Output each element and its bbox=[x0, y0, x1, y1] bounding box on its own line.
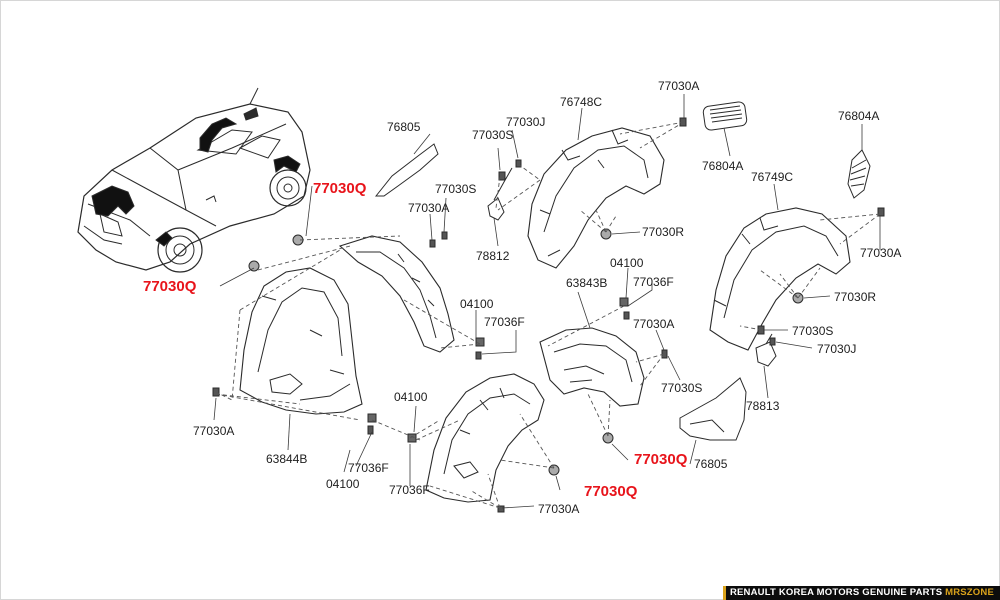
part-label: 77030J bbox=[817, 342, 857, 356]
part-label: 77030A bbox=[408, 201, 450, 215]
part-label: 63843B bbox=[566, 276, 608, 290]
part-label: 77036F bbox=[633, 275, 674, 289]
part-label: 77030R bbox=[642, 225, 685, 239]
part-label: 78813 bbox=[746, 399, 780, 413]
part-label: 78812 bbox=[476, 249, 510, 263]
part-label: 76804A bbox=[702, 159, 744, 173]
part-label: 77030A bbox=[193, 424, 235, 438]
part-label: 77030J bbox=[506, 115, 546, 129]
part-label: 04100 bbox=[460, 297, 494, 311]
part-label: 76804A bbox=[838, 109, 880, 123]
part-label: 76748C bbox=[560, 95, 603, 109]
part-label: 04100 bbox=[394, 390, 428, 404]
part-label: 77036F bbox=[389, 483, 430, 497]
part-label: 77030R bbox=[834, 290, 877, 304]
highlighted-part-label: 77030Q bbox=[634, 451, 688, 468]
footer-watermark: RENAULT KOREA MOTORS GENUINE PARTS MRSZO… bbox=[722, 586, 1000, 600]
part-label: 77030A bbox=[633, 317, 675, 331]
part-label: 04100 bbox=[610, 256, 644, 270]
part-label: 77030S bbox=[792, 324, 834, 338]
part-label: 77030A bbox=[538, 502, 580, 516]
vent-grille-diamond bbox=[847, 149, 871, 199]
highlighted-part-label: 77030Q bbox=[143, 278, 197, 295]
footer-brand: RENAULT KOREA MOTORS GENUINE PARTS bbox=[729, 587, 943, 598]
vehicle-illustration bbox=[77, 87, 311, 273]
part-label: 77030A bbox=[658, 79, 700, 93]
part-label: 76749C bbox=[751, 170, 794, 184]
vent-grille-rect bbox=[702, 101, 748, 131]
part-label: 76805 bbox=[387, 120, 421, 134]
part-label: 63844B bbox=[266, 452, 308, 466]
part-label: 77030A bbox=[860, 246, 902, 260]
part-label: 77036F bbox=[484, 315, 525, 329]
part-label: 77030S bbox=[472, 128, 514, 142]
part-label: 77036F bbox=[348, 461, 389, 475]
highlighted-part-label: 77030Q bbox=[584, 483, 638, 500]
part-label: 77030S bbox=[435, 182, 477, 196]
footer-site: MRSZONE bbox=[945, 587, 994, 598]
footer-accent-bar bbox=[722, 586, 726, 600]
part-label: 04100 bbox=[326, 477, 360, 491]
part-label: 77030S bbox=[661, 381, 703, 395]
part-label: 76805 bbox=[694, 457, 728, 471]
highlighted-part-label: 77030Q bbox=[313, 180, 367, 197]
